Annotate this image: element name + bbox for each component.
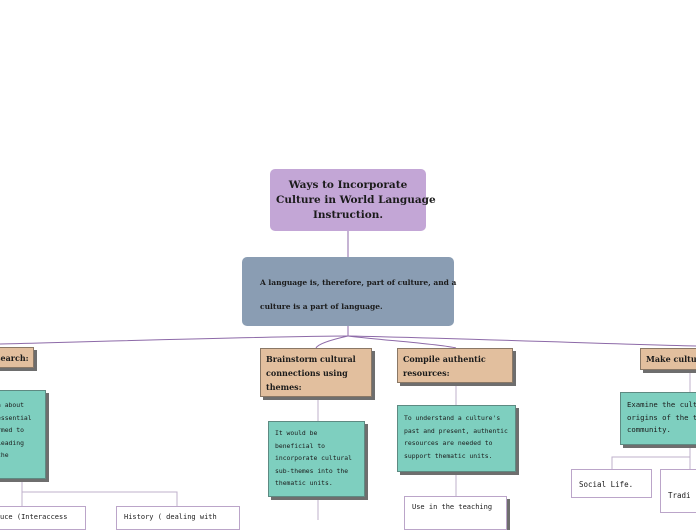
make-note[interactable]: Examine the cultu origins of the ta comm… (620, 392, 696, 445)
compile-note[interactable]: To understand a culture's past and prese… (397, 405, 516, 472)
root-topic[interactable]: Ways to Incorporate Culture in World Lan… (270, 169, 436, 231)
make-note-line-3: community. (627, 425, 671, 434)
brainstorm-note-line-1: It would be (275, 429, 318, 437)
make-child-left[interactable]: Social Life. (571, 469, 652, 498)
research-note[interactable]: h about essential rmed to Leading the (0, 390, 46, 479)
root-line-1: Ways to Incorporate (288, 179, 408, 191)
research-note-line-3: rmed to (0, 426, 24, 434)
statement-line-2: culture is a part of language. (260, 302, 383, 311)
branch-research-title: search: (0, 353, 29, 363)
branch-brainstorm-line-2: connections using (266, 368, 348, 378)
make-child-right-label: Tradi (668, 491, 691, 500)
root-line-2: Culture in World Language (276, 194, 436, 206)
branch-make[interactable]: Make cultura (640, 348, 696, 370)
brainstorm-note-line-5: thematic units. (275, 479, 333, 487)
branch-brainstorm[interactable]: Brainstorm cultural connections using th… (260, 348, 372, 397)
compile-child-label: Use in the teaching (412, 503, 493, 511)
branch-make-title: Make cultura (646, 354, 696, 364)
brainstorm-note[interactable]: It would be beneficial to incorporate cu… (268, 421, 365, 497)
branch-compile-line-1: Compile authentic (403, 354, 486, 364)
research-child-right[interactable]: History ( dealing with (116, 506, 240, 530)
branch-research[interactable]: search: (0, 347, 34, 368)
statement-line-1: A language is, therefore, part of cultur… (260, 278, 457, 287)
branch-brainstorm-line-3: themes: (266, 382, 302, 392)
compile-note-line-1: To understand a culture's (404, 414, 501, 422)
brainstorm-note-line-4: sub-themes into the (275, 466, 349, 475)
research-child-right-label: History ( dealing with (124, 513, 217, 521)
make-child-right[interactable]: Tradi (660, 469, 696, 513)
compile-note-line-2: past and present, authentic (404, 426, 508, 435)
research-child-left-label: uce (Interaccess (0, 513, 68, 521)
research-note-line-5: the (0, 451, 9, 459)
brainstorm-note-line-2: beneficial to (275, 441, 326, 450)
research-note-line-2: essential (0, 413, 32, 422)
research-note-line-1: h about (0, 401, 24, 409)
research-note-line-4: Leading (0, 438, 24, 447)
statement-topic[interactable]: A language is, therefore, part of cultur… (242, 257, 457, 326)
branch-compile-line-2: resources: (403, 368, 450, 378)
research-child-left[interactable]: uce (Interaccess (0, 506, 86, 530)
compile-note-line-3: resources are needed to (404, 439, 493, 447)
root-line-3: Instruction. (313, 209, 383, 221)
compile-child[interactable]: Use in the teaching (404, 496, 507, 530)
compile-note-line-4: support thematic units. (404, 451, 493, 460)
make-note-line-2: origins of the ta (627, 412, 696, 422)
branch-brainstorm-line-1: Brainstorm cultural (266, 354, 356, 364)
branch-compile[interactable]: Compile authentic resources: (397, 348, 513, 383)
make-child-left-label: Social Life. (579, 480, 634, 489)
brainstorm-note-line-3: incorporate cultural (275, 454, 352, 462)
make-note-line-1: Examine the cultu (627, 400, 696, 409)
